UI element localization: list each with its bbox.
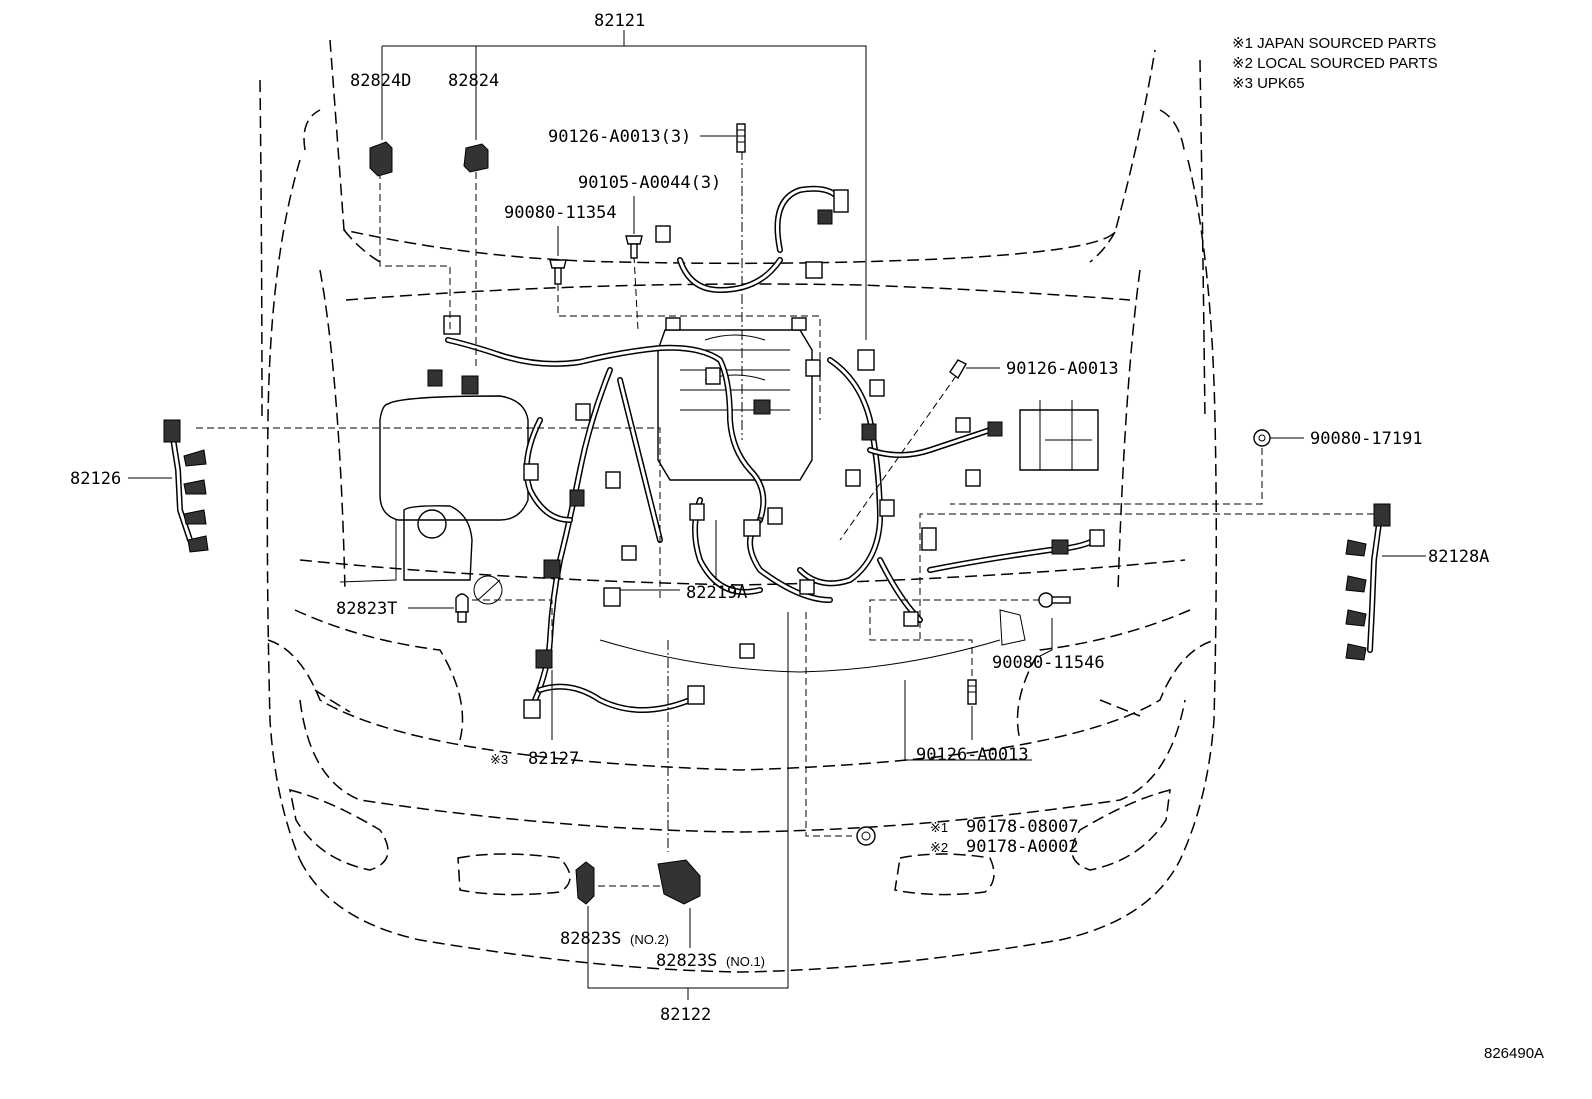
bolt-90080-11546-icon (1038, 592, 1071, 608)
note-1: ※1 JAPAN SOURCED PARTS (1232, 35, 1436, 52)
label-90178-08007-mark: ※1 (930, 820, 948, 835)
label-82823S-no2-suffix: (NO.2) (630, 932, 669, 947)
label-90105-A0044-3: 90105-A0044(3) (578, 173, 721, 193)
stud-90126-A0013-icon (949, 359, 967, 380)
harness-connectors (427, 189, 1105, 719)
label-82823S-no2: 82823S (560, 929, 621, 949)
label-90126-A0013-right: 90126-A0013 (1006, 359, 1119, 379)
part-icons (163, 123, 1391, 905)
engine-wire-harness (445, 185, 1098, 713)
nut-90080-17191-icon (1253, 429, 1271, 447)
label-82128A: 82128A (1428, 547, 1489, 567)
vehicle-body-outline (259, 39, 1218, 973)
bolt-90080-11354-icon (549, 259, 567, 285)
note-2: ※2 LOCAL SOURCED PARTS (1232, 55, 1438, 72)
figure-id: 826490A (1484, 1045, 1544, 1062)
engine-bay-components (339, 329, 1099, 761)
label-90178-A0002: 90178-A0002 (966, 837, 1079, 857)
subharness-82126-icon (163, 419, 209, 553)
label-90080-17191: 90080-17191 (1310, 429, 1423, 449)
bolt-90105-A0044-3-icon (625, 235, 643, 259)
block-82824-icon (463, 143, 489, 173)
label-90126-A0013-bottom: 90126-A0013 (916, 745, 1029, 765)
relay-82823T-icon (455, 593, 469, 623)
label-90126-A0013-3: 90126-A0013(3) (548, 127, 691, 147)
label-82127: 82127 (528, 749, 579, 769)
label-90178-A0002-mark: ※2 (930, 840, 948, 855)
note-3: ※3 UPK65 (1232, 75, 1305, 92)
label-82122: 82122 (660, 1005, 711, 1025)
label-82824D: 82824D (350, 71, 411, 91)
clip-82824D-icon (369, 141, 393, 177)
label-82219A: 82219A (686, 583, 747, 603)
stud-90126-A0013-bottom-icon (967, 679, 977, 705)
label-82823T: 82823T (336, 599, 397, 619)
subharness-82128A-icon (1345, 503, 1391, 661)
notes-legend: ※1 JAPAN SOURCED PARTS ※2 LOCAL SOURCED … (1232, 35, 1438, 92)
label-82823S-no1: 82823S (656, 951, 717, 971)
bracket-82823S-no1-icon (657, 859, 701, 905)
label-82824: 82824 (448, 71, 499, 91)
label-90178-08007: 90178-08007 (966, 817, 1079, 837)
label-82126: 82126 (70, 469, 121, 489)
bolt-90126-A0013-3-icon (736, 123, 746, 153)
part-labels: 82121 82824D 82824 90126-A0013(3) 90105-… (70, 11, 1489, 1025)
leader-lines (196, 30, 1374, 1000)
grommet-90178-icon (856, 826, 876, 846)
label-90080-11546: 90080-11546 (992, 653, 1105, 673)
label-82127-mark: ※3 (490, 752, 508, 767)
label-90080-11354: 90080-11354 (504, 203, 617, 223)
label-82121: 82121 (594, 11, 645, 31)
label-82823S-no1-suffix: (NO.1) (726, 954, 765, 969)
bracket-82823S-no2-icon (575, 861, 595, 905)
